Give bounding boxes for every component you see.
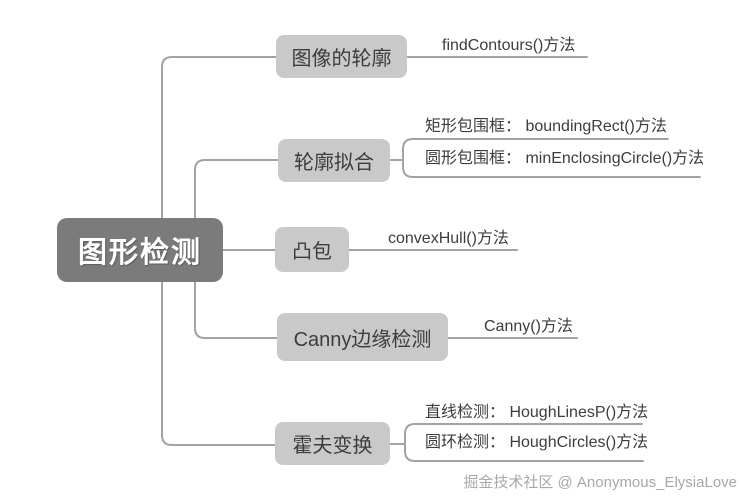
watermark-credit: 掘金技术社区 @ Anonymous_ElysiaLove <box>463 474 737 491</box>
branch-node-contour-fitting: 轮廓拟合 <box>278 139 390 182</box>
leaf-minenclosingcircle-method: 圆形包围框： minEnclosingCircle()方法 <box>425 150 705 167</box>
branch-node-canny-edge-detection: Canny边缘检测 <box>277 313 448 361</box>
branch-node-image-contours: 图像的轮廓 <box>276 35 407 78</box>
root-node-shape-detection: 图形检测 <box>57 218 223 282</box>
leaf-canny-method: Canny()方法 <box>484 318 573 335</box>
leaf-findcontours-method: findContours()方法 <box>442 37 576 54</box>
leaf-houghlinesp-method: 直线检测： HoughLinesP()方法 <box>425 404 649 421</box>
leaf-boundingrect-method: 矩形包围框： boundingRect()方法 <box>425 118 667 135</box>
leaf-houghcircles-method: 圆环检测： HoughCircles()方法 <box>425 434 649 451</box>
branch-node-convex-hull: 凸包 <box>275 227 349 272</box>
branch-node-hough-transform: 霍夫变换 <box>275 422 390 465</box>
leaf-convexhull-method: convexHull()方法 <box>388 230 509 247</box>
